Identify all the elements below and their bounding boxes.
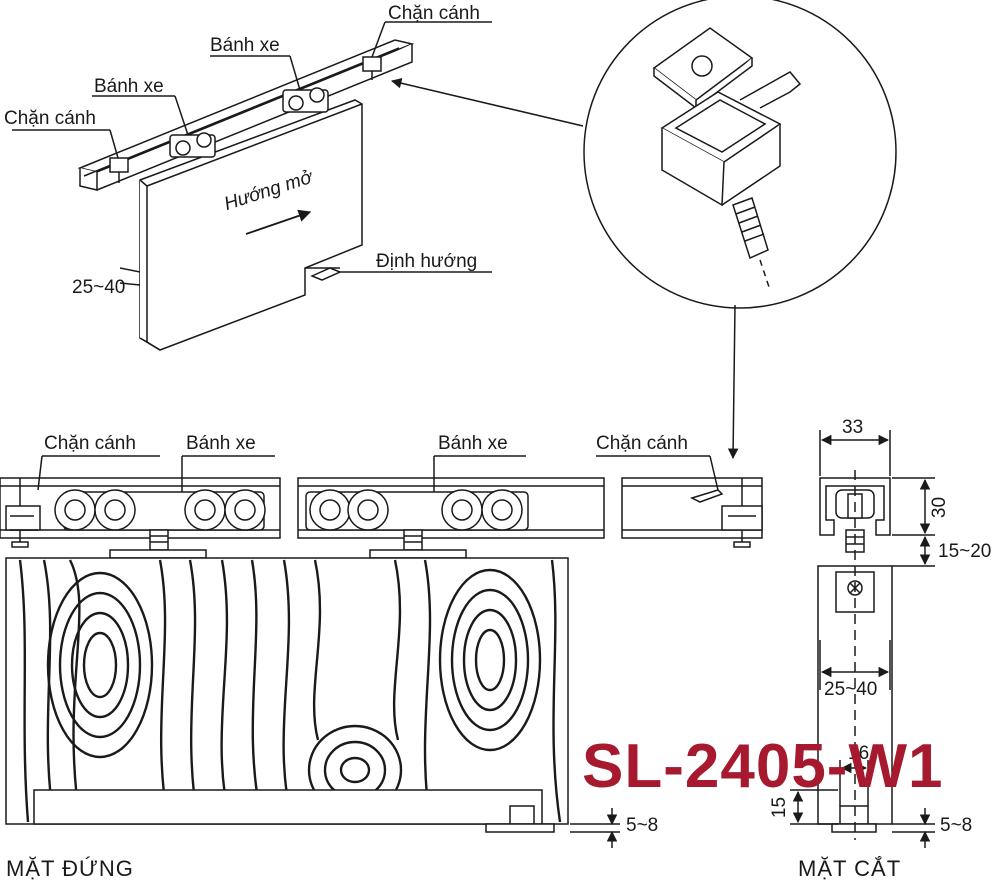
section-view xyxy=(790,430,935,848)
dim-floor-gap-elevation: 5~8 xyxy=(626,815,659,836)
wheel-carriage-left xyxy=(54,489,266,559)
label-stopper-elev-right: Chặn cánh xyxy=(596,433,688,454)
iso-door-panel xyxy=(139,99,363,351)
dim-floor-gap-section: 5~8 xyxy=(940,815,973,836)
dim-guide-width: 16 xyxy=(848,743,870,764)
iso-guide xyxy=(310,267,342,281)
label-wheel-iso-left: Bánh xe xyxy=(94,76,164,97)
section-guide xyxy=(831,805,877,833)
dim-track-height: 30 xyxy=(929,496,951,519)
caption-elevation: MẶT ĐỨNG xyxy=(6,856,134,881)
iso-wheel-left xyxy=(169,132,216,158)
elevation-guide xyxy=(485,805,555,833)
model-code: SL-2405-W1 xyxy=(582,732,944,801)
caption-section: MẶT CẮT xyxy=(798,856,902,881)
dim-track-width: 33 xyxy=(842,417,864,438)
dim-hanger-gap: 15~20 xyxy=(938,541,992,562)
opening-direction-arrow xyxy=(245,209,312,235)
section-dimensions xyxy=(790,430,935,848)
stopper-right xyxy=(689,478,763,548)
iso-wheel-right xyxy=(282,87,329,113)
detail-view xyxy=(390,0,897,460)
label-stopper-elev-left: Chặn cánh xyxy=(44,433,136,454)
floor-gap-dimension xyxy=(570,808,620,848)
wheel-carriage-right xyxy=(305,489,529,559)
label-stopper-iso-left: Chặn cánh xyxy=(4,108,96,129)
iso-stopper-left xyxy=(109,157,129,183)
label-guide: Định hướng xyxy=(376,251,478,272)
dim-door-thickness: 25~40 xyxy=(824,679,878,700)
door-panel xyxy=(5,557,569,825)
isometric-view xyxy=(12,21,492,351)
label-thickness-iso: 25~40 xyxy=(72,277,126,298)
label-stopper-iso-right: Chặn cánh xyxy=(388,3,480,24)
detail-circle xyxy=(583,0,897,309)
label-wheel-elev-right: Bánh xe xyxy=(438,433,508,454)
detail-bolt xyxy=(732,197,769,260)
wood-grain xyxy=(18,559,562,823)
elevation-view xyxy=(0,455,763,848)
label-wheel-iso-right: Bánh xe xyxy=(210,35,280,56)
stopper-left xyxy=(5,478,41,548)
label-wheel-elev-left: Bánh xe xyxy=(186,433,256,454)
